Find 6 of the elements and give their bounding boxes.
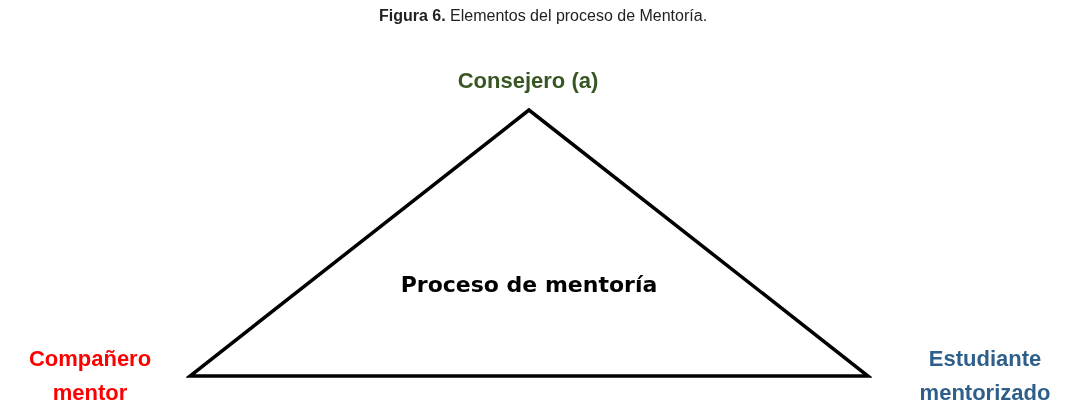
- process-label: Proceso de mentoría: [399, 271, 659, 299]
- triangle-shape: [186, 106, 872, 380]
- role-label: Compañero mentor: [0, 342, 180, 410]
- role-label: Consejero (a): [408, 64, 648, 98]
- figure-title: Figura 6. Elementos del proceso de Mentoría.: [377, 6, 709, 26]
- role-label: Estudiante mentorizado: [895, 342, 1075, 410]
